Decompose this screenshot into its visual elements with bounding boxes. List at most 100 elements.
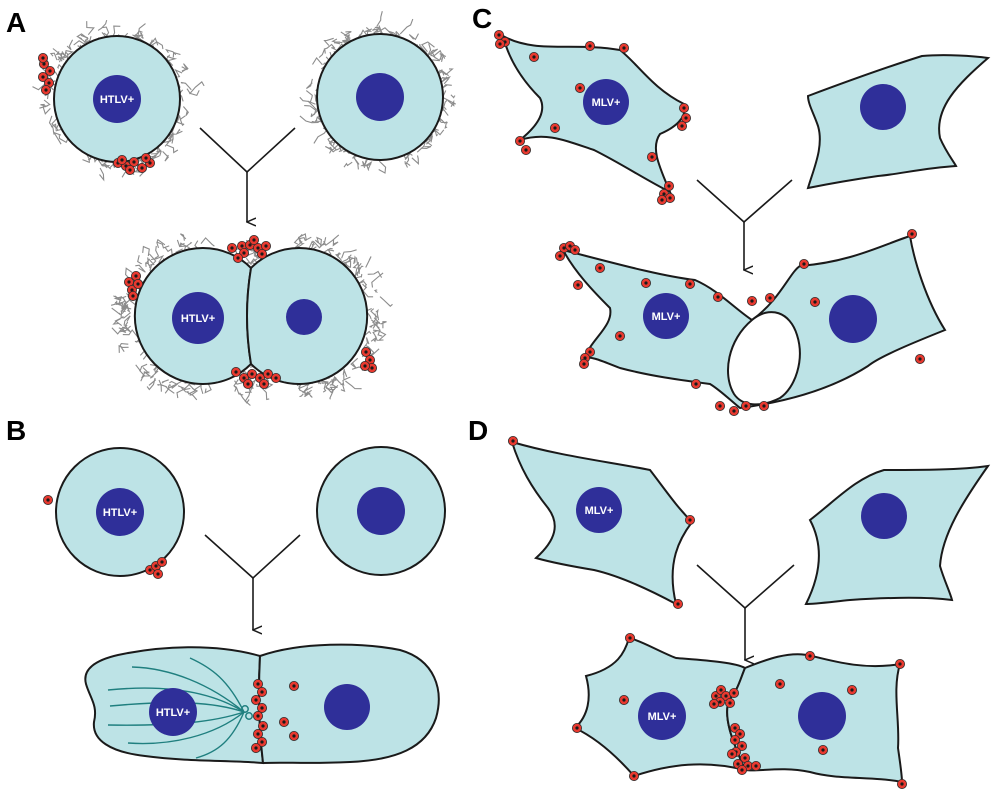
biofilm-fiber (160, 384, 167, 392)
nucleus (324, 684, 370, 730)
biofilm-fiber (181, 63, 189, 72)
biofilm-fiber (420, 145, 432, 150)
virion-core (498, 42, 502, 46)
panel-d-label: D (468, 415, 488, 446)
biofilm-fiber (137, 23, 146, 35)
virion-core (250, 372, 254, 376)
biofilm-fiber (376, 25, 383, 33)
converge-lines (696, 564, 795, 610)
biofilm-fiber (82, 154, 90, 164)
virion-core (148, 161, 152, 165)
biofilm-fiber (175, 128, 183, 136)
biofilm-fiber (350, 357, 359, 369)
biofilm-fiber (239, 392, 250, 404)
biofilm-fiber (442, 84, 452, 89)
virion-core (732, 691, 736, 695)
target-cell (804, 464, 991, 606)
converge-lines (199, 127, 296, 174)
virion-core (254, 698, 258, 702)
biofilm-fiber (372, 319, 381, 331)
biofilm-fiber (307, 100, 319, 118)
biofilm-fiber (183, 241, 193, 252)
biofilm-fiber (430, 48, 439, 59)
converge-lines (204, 534, 301, 580)
virion-core (160, 560, 164, 564)
biofilm-fiber (356, 273, 363, 279)
virion-core (264, 244, 268, 248)
biofilm-fiber (325, 386, 335, 391)
virion-core (230, 246, 234, 250)
biofilm-fiber (52, 48, 63, 63)
virion-core (260, 706, 264, 710)
biofilm-fiber (304, 105, 316, 111)
virion-core (260, 252, 264, 256)
biofilm-fiber (102, 26, 110, 37)
virion-core (778, 682, 782, 686)
biofilm-fiber (119, 343, 129, 353)
biofilm-fiber (442, 99, 449, 116)
biofilm-fiber (154, 245, 160, 259)
biofilm-fiber (366, 160, 373, 171)
biofilm-fiber (172, 51, 181, 58)
virion-core (260, 740, 264, 744)
biofilm-fiber (362, 283, 367, 289)
virion-core (44, 88, 48, 92)
fused-cell-pair (133, 247, 369, 385)
biofilm-fiber (362, 286, 374, 298)
virion-core (156, 572, 160, 576)
fusion-gap (727, 311, 801, 406)
biofilm-fiber (322, 381, 327, 393)
biofilm-fiber (189, 81, 205, 95)
biofilm-mesh (299, 11, 457, 174)
virion-core (134, 274, 138, 278)
virion-core (667, 184, 671, 188)
biofilm-fiber (298, 236, 312, 242)
virion-core (732, 409, 736, 413)
nucleus (643, 293, 689, 339)
biofilm-fiber (388, 30, 399, 38)
biofilm-fiber (66, 39, 74, 51)
panel-d: D MLV+ MLV+ (468, 415, 991, 784)
biofilm-fiber (161, 379, 169, 384)
biofilm-fiber (360, 163, 372, 167)
virion-core (682, 106, 686, 110)
virion-core (668, 196, 672, 200)
biofilm-fiber (122, 329, 138, 337)
virion-core (684, 116, 688, 120)
virion-core (733, 738, 737, 742)
virion-core (246, 382, 250, 386)
biofilm-fiber (365, 256, 372, 268)
biofilm-fiber (42, 105, 51, 115)
biofilm-fiber (331, 375, 342, 385)
virion-core (754, 764, 758, 768)
biofilm-fiber (101, 163, 111, 168)
panel-b-label: B (6, 415, 26, 446)
biofilm-fiber (156, 238, 166, 249)
biofilm-fiber (57, 51, 66, 61)
biofilm-fiber (179, 115, 186, 127)
virion-core (266, 372, 270, 376)
nucleus (583, 79, 629, 125)
biofilm-fiber (421, 41, 435, 53)
biofilm-fiber (138, 369, 146, 379)
biofilm-fiber (314, 239, 325, 246)
virion-core (254, 746, 258, 750)
biofilm-fiber (146, 377, 156, 391)
biofilm-fiber (353, 157, 360, 170)
virion-core (42, 62, 46, 66)
nucleus (286, 299, 322, 335)
biofilm-fiber (369, 321, 381, 328)
biofilm-fiber (306, 78, 313, 89)
biofilm-fiber (370, 336, 377, 343)
virion-core (821, 748, 825, 752)
nucleus (860, 84, 906, 130)
virion-core (588, 44, 592, 48)
nucleus (93, 75, 141, 123)
virion-core (136, 282, 140, 286)
biofilm-fiber (371, 272, 384, 288)
biofilm-fiber (450, 94, 456, 99)
virion-core (292, 734, 296, 738)
nucleus-label: MLV+ (585, 505, 614, 517)
biofilm-fiber (182, 106, 189, 116)
virion-core (762, 404, 766, 408)
